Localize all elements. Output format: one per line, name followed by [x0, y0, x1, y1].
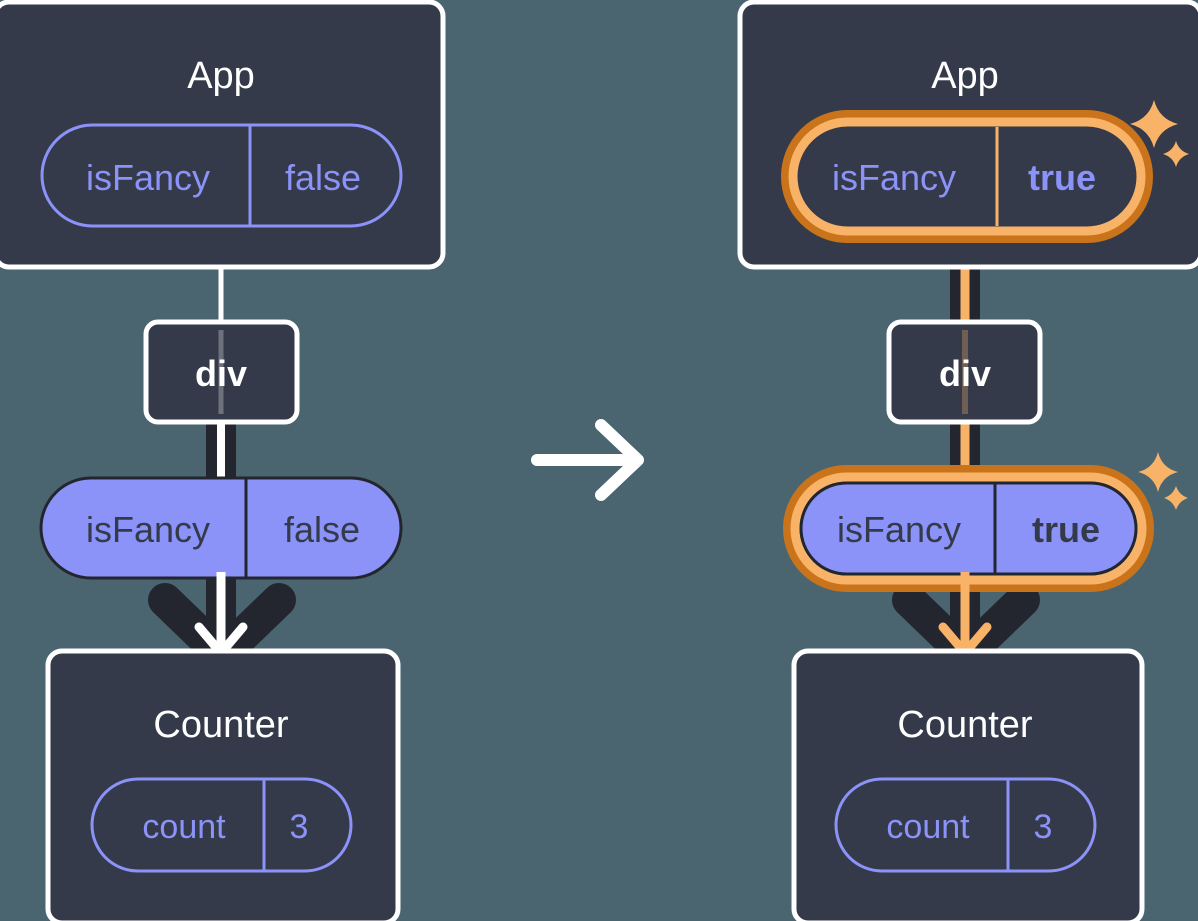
counter-pill-value-before: 3	[290, 808, 309, 846]
prop-pill-value-after: true	[1032, 509, 1100, 550]
arrow-right-icon	[595, 419, 644, 501]
diagram-before: App isFancy false div isFancy false	[0, 0, 446, 921]
sparkle-large-app-icon	[1130, 100, 1178, 148]
sparkle-large-prop-icon	[1138, 452, 1178, 492]
app-pill-name-after: isFancy	[832, 157, 956, 198]
app-pill-value-after: true	[1028, 157, 1096, 198]
app-pill-name-before: isFancy	[86, 157, 210, 198]
counter-box-after	[791, 648, 1145, 921]
sparkle-small-app-icon	[1163, 141, 1189, 167]
counter-pill-after	[834, 777, 1097, 873]
counter-title-before: Counter	[153, 704, 289, 746]
counter-pill-before	[90, 777, 353, 873]
div-label-before: div	[195, 353, 247, 394]
app-title-after: App	[931, 55, 999, 97]
prop-pill-value-before: false	[284, 509, 360, 550]
app-pill-highlight-inner-after	[788, 117, 1146, 236]
prop-pill-name-before: isFancy	[86, 509, 210, 550]
sparkle-small-prop-icon	[1164, 486, 1188, 510]
counter-pill-value-after: 3	[1034, 808, 1053, 846]
counter-title-after: Counter	[897, 704, 1033, 746]
div-box-after	[886, 319, 1043, 425]
app-pill-highlight-outer-after	[781, 110, 1153, 243]
counter-pill-name-before: count	[142, 808, 226, 846]
app-box-before	[0, 0, 446, 270]
app-title-before: App	[187, 55, 255, 97]
div-label-after: div	[939, 353, 991, 394]
app-pill-value-before: false	[285, 157, 361, 198]
app-pill-before	[40, 123, 403, 228]
transition-arrow	[531, 419, 644, 501]
counter-pill-name-after: count	[886, 808, 970, 846]
div-box-before	[143, 319, 300, 425]
counter-box-before	[45, 648, 401, 921]
diagram-after: App isFancy true div isFancy true	[737, 0, 1198, 921]
app-box-after	[737, 0, 1198, 270]
prop-pill-name-after: isFancy	[837, 509, 961, 550]
